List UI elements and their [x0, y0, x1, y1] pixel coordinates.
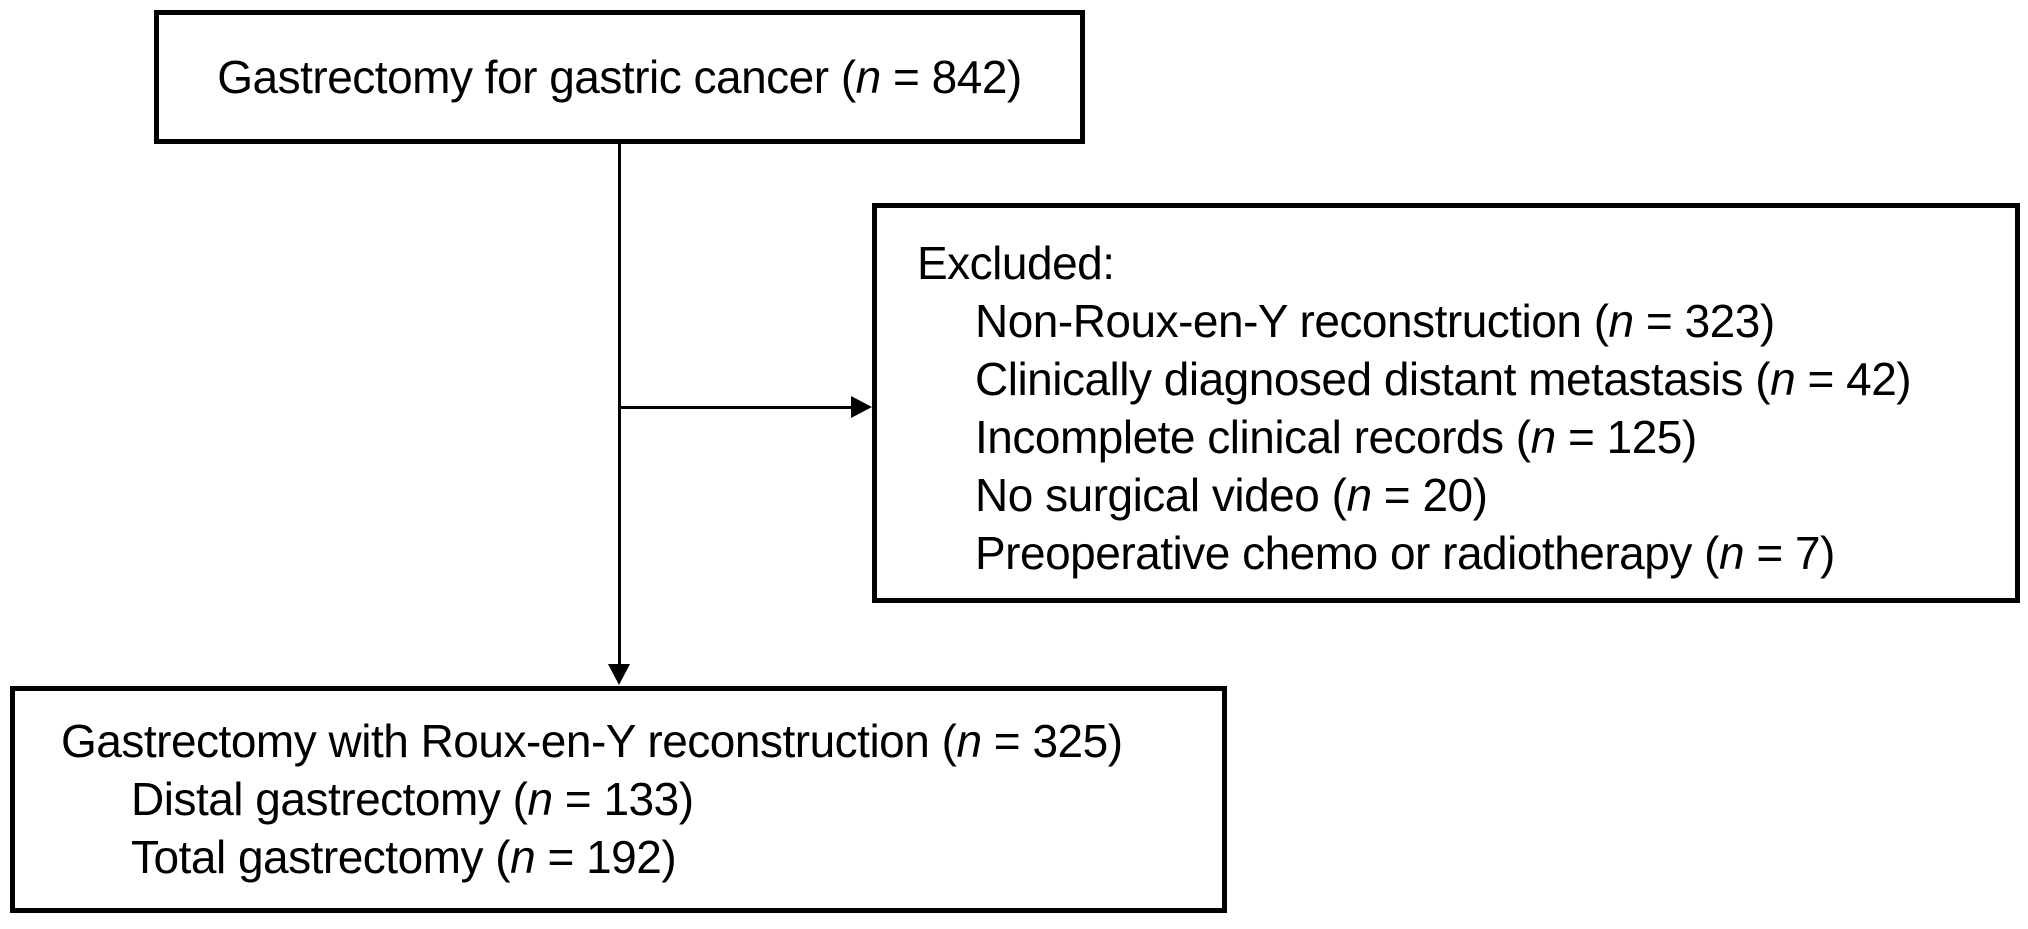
excluded-item-metastasis: Clinically diagnosed distant metastasis … — [975, 353, 1912, 405]
excluded-item-incomplete-records: Incomplete clinical records (n = 125) — [975, 411, 1697, 463]
italic-n: n — [956, 715, 982, 767]
italic-n: n — [1718, 527, 1745, 579]
gastrectomy-total-label: Gastrectomy for gastric cancer (n = 842) — [217, 51, 1022, 103]
italic-n: n — [1608, 295, 1635, 347]
excluded-item-no-video: No surgical video (n = 20) — [975, 469, 1488, 521]
arrow-down-icon — [608, 664, 630, 685]
box-roux-en-y: Gastrectomy with Roux-en-Y reconstructio… — [10, 686, 1227, 913]
roux-item-distal: Distal gastrectomy (n = 133) — [131, 773, 694, 825]
excluded-item-non-roux: Non-Roux-en-Y reconstruction (n = 323) — [975, 295, 1775, 347]
connector-horizontal-line — [619, 406, 853, 409]
box-excluded: Excluded: Non-Roux-en-Y reconstruction (… — [872, 203, 2020, 603]
box-gastrectomy-total: Gastrectomy for gastric cancer (n = 842) — [154, 10, 1085, 144]
italic-n: n — [510, 831, 536, 883]
roux-main-label: Gastrectomy with Roux-en-Y reconstructio… — [61, 715, 1123, 767]
excluded-item-preop-therapy: Preoperative chemo or radiotherapy (n = … — [975, 527, 1835, 579]
roux-item-total: Total gastrectomy (n = 192) — [131, 831, 677, 883]
italic-n: n — [527, 773, 553, 825]
italic-n: n — [855, 51, 882, 103]
arrow-right-icon — [851, 396, 872, 418]
italic-n: n — [1530, 411, 1557, 463]
connector-vertical-line — [618, 144, 621, 666]
italic-n: n — [1770, 353, 1796, 405]
excluded-heading: Excluded: — [917, 237, 1115, 289]
italic-n: n — [1346, 469, 1372, 521]
